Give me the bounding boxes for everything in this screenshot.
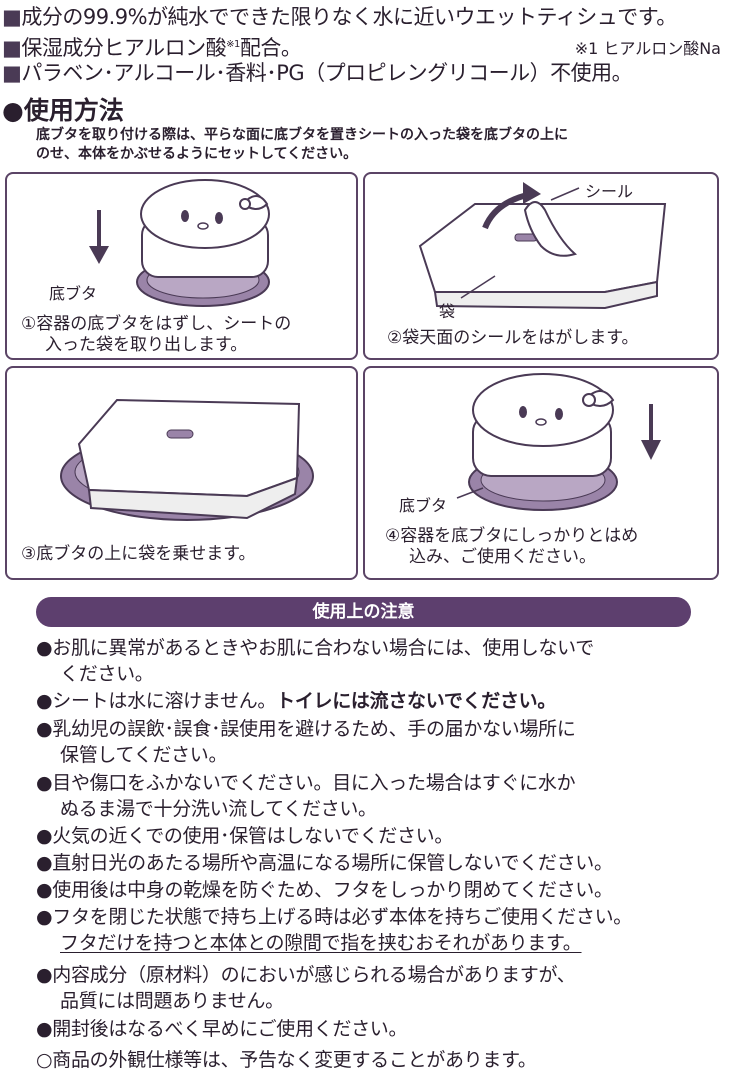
caution-4: ●目や傷口をふかないでください。目に入った場合はすぐに水かぬるま湯で十分洗い流し… (36, 772, 576, 820)
step-panel-1: 底ブタ ①容器の底ブタをはずし、シートの 入った袋を取り出します。 (5, 172, 358, 360)
step-2-caption: ②袋天面のシールをはがします。 (387, 328, 639, 348)
caution-2: ●シートは水に溶けません。トイレには流さないでください。 (36, 690, 557, 712)
feature-line-1: ■成分の99.9%が純水でできた限りなく水に近いウエットティシュです。 (2, 5, 677, 29)
cautions-title: 使用上の注意 (36, 597, 691, 627)
caution-9: ●内容成分（原材料）のにおいが感じられる場合がありますが、品質には問題ありません… (36, 964, 576, 1012)
step-panel-3: ③底ブタの上に袋を乗せます。 (5, 366, 358, 580)
caution-11: ○商品の外観仕様等は、予告なく変更することがあります。 (36, 1049, 537, 1071)
step-2-label-bag: 袋 (439, 302, 456, 321)
caution-3: ●乳幼児の誤飲･誤食･誤使用を避けるため、手の届かない場所に保管してください。 (36, 718, 576, 766)
step-1-illustration (89, 179, 270, 307)
usage-title: ●使用方法 (2, 96, 124, 125)
footnote: ※1 ヒアルロン酸Na (574, 39, 721, 58)
step-3-illustration (60, 398, 314, 521)
step-2-label-seal: シール (585, 182, 634, 201)
step-4-caption: ④容器を底ブタにしっかりとはめ 込み、ご使用ください。 (385, 526, 639, 567)
feature-line-3: ■パラベン･アルコール･香料･PG（プロピレングリコール）不使用。 (2, 61, 633, 85)
caution-7: ●使用後は中身の乾燥を防ぐため、フタをしっかり閉めてください。 (36, 879, 613, 901)
step-panel-4: 底ブタ ④容器を底ブタにしっかりとはめ 込み、ご使用ください。 (363, 366, 719, 580)
step-3-caption: ③底ブタの上に袋を乗せます。 (21, 544, 256, 564)
feature-line-2: ■保湿成分ヒアルロン酸※1配合。 (2, 36, 302, 60)
step-1-caption: ①容器の底ブタをはずし、シートの 入った袋を取り出します。 (21, 314, 292, 355)
caution-6: ●直射日光のあたる場所や高温になる場所に保管しないでください。 (36, 852, 613, 874)
usage-note: 底ブタを取り付ける際は、平らな面に底ブタを置きシートの入った袋を底ブタの上に の… (36, 127, 568, 162)
step-4-label: 底ブタ (399, 496, 448, 515)
caution-10: ●開封後はなるべく早めにご使用ください。 (36, 1018, 408, 1040)
caution-1: ●お肌に異常があるときやお肌に合わない場合には、使用しないでください。 (36, 637, 595, 685)
step-4-illustration (456, 373, 661, 511)
step-1-label: 底ブタ (49, 284, 98, 303)
caution-5: ●火気の近くでの使用･保管はしないでください。 (36, 825, 454, 847)
step-2-illustration (418, 182, 667, 310)
caution-8: ●フタを閉じた状態で持ち上げる時は必ず本体を持ちご使用ください。フタだけを持つと… (36, 906, 632, 954)
step-panel-2: シール 袋 ②袋天面のシールをはがします。 (363, 172, 719, 360)
